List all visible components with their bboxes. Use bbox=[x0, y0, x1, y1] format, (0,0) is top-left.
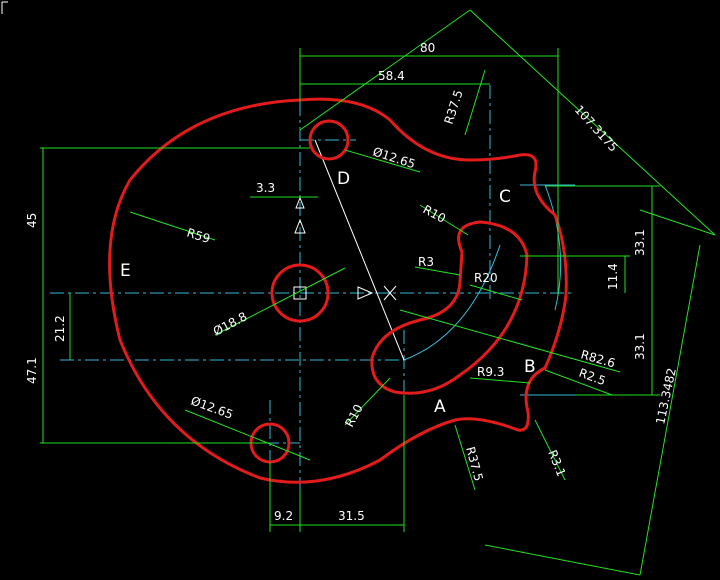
dim-33-1-upper-text: 33.1 bbox=[633, 229, 647, 256]
dim-r10-lower-leader bbox=[344, 377, 391, 426]
dim-r37-5-bottom-leader bbox=[454, 424, 476, 491]
dim-47-1-text: 47.1 bbox=[25, 357, 39, 384]
dim-r3-1-leader bbox=[534, 419, 566, 481]
dim-3-3-text: 3.3 bbox=[256, 181, 275, 195]
point-labels: A B C D E bbox=[120, 169, 536, 417]
dim-18-8-leader bbox=[214, 267, 346, 336]
dim-113-text: 113.3482 bbox=[653, 367, 679, 426]
dimension-lines bbox=[40, 9, 716, 576]
center-marker-box bbox=[293, 286, 307, 300]
dim-r3-leader bbox=[414, 266, 461, 276]
part-outline bbox=[108, 97, 568, 484]
dim-45-text: 45 bbox=[25, 213, 39, 228]
dim-12-65-bottom-text: Ø12.65 bbox=[189, 394, 235, 422]
white-construction bbox=[1, 1, 405, 361]
arrow-marker-up-small bbox=[295, 196, 305, 209]
right-arc-construction bbox=[544, 184, 562, 311]
slot-profile bbox=[370, 220, 529, 395]
slot-centerline-arc bbox=[403, 244, 501, 361]
dim-r20-leader bbox=[469, 284, 523, 301]
dimension-texts: 80 58.4 R37.5 107.3175 Ø12.65 3.3 R10 R5… bbox=[25, 41, 679, 523]
dim-r59-text: R59 bbox=[185, 226, 212, 247]
dim-r3-text: R3 bbox=[418, 255, 434, 269]
upper-hole-D bbox=[308, 119, 350, 161]
dim-r59-leader bbox=[129, 211, 216, 241]
dim-107-ext-b bbox=[639, 209, 716, 236]
dim-12-65-top-text: Ø12.65 bbox=[371, 145, 417, 172]
dim-113-ext bbox=[484, 544, 641, 576]
dim-r3-1-text: R3.1 bbox=[545, 448, 568, 479]
dim-9-2-text: 9.2 bbox=[274, 509, 293, 523]
dim-r20-text: R20 bbox=[474, 271, 498, 285]
dim-31-5-text: 31.5 bbox=[338, 509, 365, 523]
dim-12-65-bottom-leader bbox=[184, 409, 311, 461]
dim-12-65-top-leader bbox=[344, 149, 421, 173]
dim-r9-3-leader bbox=[469, 377, 531, 384]
dim-21-2-text: 21.2 bbox=[53, 315, 67, 342]
label-B: B bbox=[524, 357, 536, 377]
outer-profile bbox=[108, 97, 568, 484]
dim-80-text: 80 bbox=[420, 41, 435, 55]
center-lines bbox=[50, 85, 575, 500]
dim-r9-3-text: R9.3 bbox=[477, 365, 504, 379]
label-C: C bbox=[499, 187, 511, 207]
construction-lines bbox=[403, 184, 575, 396]
dim-r10-upper-leader bbox=[419, 204, 469, 236]
construction-line-D-to-slot bbox=[314, 139, 405, 361]
dim-107-ext bbox=[299, 9, 471, 131]
dim-r37-5-top-text: R37.5 bbox=[442, 88, 466, 126]
dim-r10-upper-text: R10 bbox=[421, 202, 448, 225]
dim-107-text: 107.3175 bbox=[572, 103, 621, 155]
dim-r2-5-text: R2.5 bbox=[577, 366, 608, 389]
dim-r37-5-top-leader bbox=[464, 69, 486, 136]
dim-r10-lower-text: R10 bbox=[342, 402, 365, 429]
label-D: D bbox=[337, 169, 350, 189]
arrow-marker-right bbox=[357, 286, 374, 300]
dim-18-8-text: Ø18.8 bbox=[211, 309, 250, 338]
center-hole bbox=[270, 263, 330, 323]
cross-marker-b bbox=[383, 285, 397, 301]
dim-11-4-text: 11.4 bbox=[606, 263, 620, 290]
dim-r2-5-leader bbox=[544, 369, 613, 396]
dim-113-line bbox=[639, 244, 701, 576]
dim-33-1-lower-text: 33.1 bbox=[633, 333, 647, 360]
dim-58-4-text: 58.4 bbox=[378, 69, 405, 83]
dim-107-line bbox=[469, 9, 716, 236]
dim-r82-6-leader bbox=[399, 309, 621, 373]
arrow-marker-up bbox=[294, 218, 306, 234]
label-A: A bbox=[434, 397, 446, 417]
label-E: E bbox=[120, 261, 131, 281]
